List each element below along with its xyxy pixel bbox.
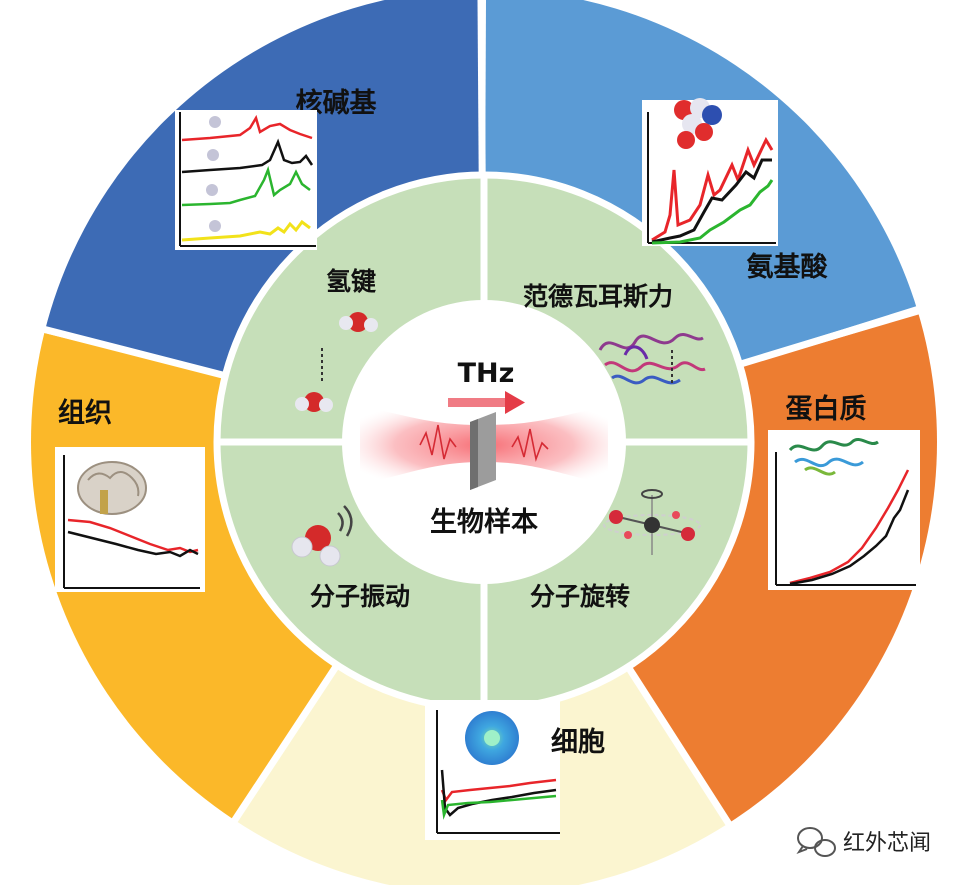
molecular-rotation-label: 分子旋转 bbox=[530, 582, 630, 611]
tissue-label: 组织 bbox=[58, 397, 112, 429]
amino-acid-spectrum-black bbox=[651, 158, 772, 244]
rotating-molecule-icon bbox=[603, 489, 701, 555]
vibrating-water-icon bbox=[291, 505, 353, 567]
cell-icon bbox=[465, 711, 519, 765]
nucleobase-spectrum-red bbox=[181, 114, 313, 142]
amino-acid-spectrum-green bbox=[651, 179, 774, 245]
quadrant-van-der-waals: 范德瓦耳斯力 bbox=[523, 282, 706, 385]
nucleobase-panel: 核碱基 bbox=[175, 87, 377, 250]
quadrant-molecular-rotation: 分子旋转 bbox=[530, 489, 701, 611]
protein-spectrum-black bbox=[789, 489, 910, 586]
thz-arrow-icon bbox=[448, 391, 525, 414]
protein-label: 蛋白质 bbox=[786, 393, 867, 425]
protein-ribbon-icon bbox=[598, 332, 706, 385]
tissue-spectrum-black bbox=[67, 530, 199, 558]
amino-acid-molecule-icon bbox=[674, 98, 722, 149]
protein-panel: 蛋白质 bbox=[768, 393, 920, 590]
water-molecule-icon bbox=[295, 392, 333, 412]
molecule-structure-icon bbox=[206, 116, 221, 232]
hydrogen-bond-label: 氢键 bbox=[326, 267, 376, 296]
amino-acid-spectrum-red bbox=[651, 136, 774, 242]
water-molecule-icon bbox=[339, 312, 378, 332]
van-der-waals-label: 范德瓦耳斯力 bbox=[523, 282, 673, 311]
nucleobase-spectrum-green bbox=[181, 165, 311, 207]
cell-label: 细胞 bbox=[551, 726, 605, 758]
watermark: 红外芯闻 bbox=[796, 827, 931, 857]
tissue-brain-icon bbox=[77, 461, 147, 515]
center-disc: THz 生物样本 bbox=[342, 300, 626, 584]
protein-spectrum-red bbox=[789, 469, 910, 585]
tissue-panel: 组织 bbox=[55, 397, 205, 592]
amino-acid-label: 氨基酸 bbox=[747, 252, 829, 283]
thz-label: THz bbox=[458, 358, 515, 389]
sample-label: 生物样本 bbox=[430, 506, 538, 538]
nucleobase-spectrum-yellow bbox=[181, 219, 311, 242]
watermark-text: 红外芯闻 bbox=[843, 831, 931, 856]
protein-structure-icon bbox=[788, 437, 879, 476]
quadrant-hydrogen-bond: 氢键 bbox=[295, 267, 378, 412]
molecular-vibration-label: 分子振动 bbox=[310, 582, 410, 611]
nucleobase-spectrum-black bbox=[181, 138, 314, 174]
amino-acid-panel: 氨基酸 bbox=[642, 98, 828, 283]
cell-panel: 细胞 bbox=[425, 700, 605, 840]
cell-spectrum-red bbox=[440, 778, 557, 803]
cell-spectrum-green bbox=[440, 794, 557, 820]
quadrant-molecular-vibration: 分子振动 bbox=[291, 505, 410, 611]
wechat-icon bbox=[796, 827, 836, 857]
